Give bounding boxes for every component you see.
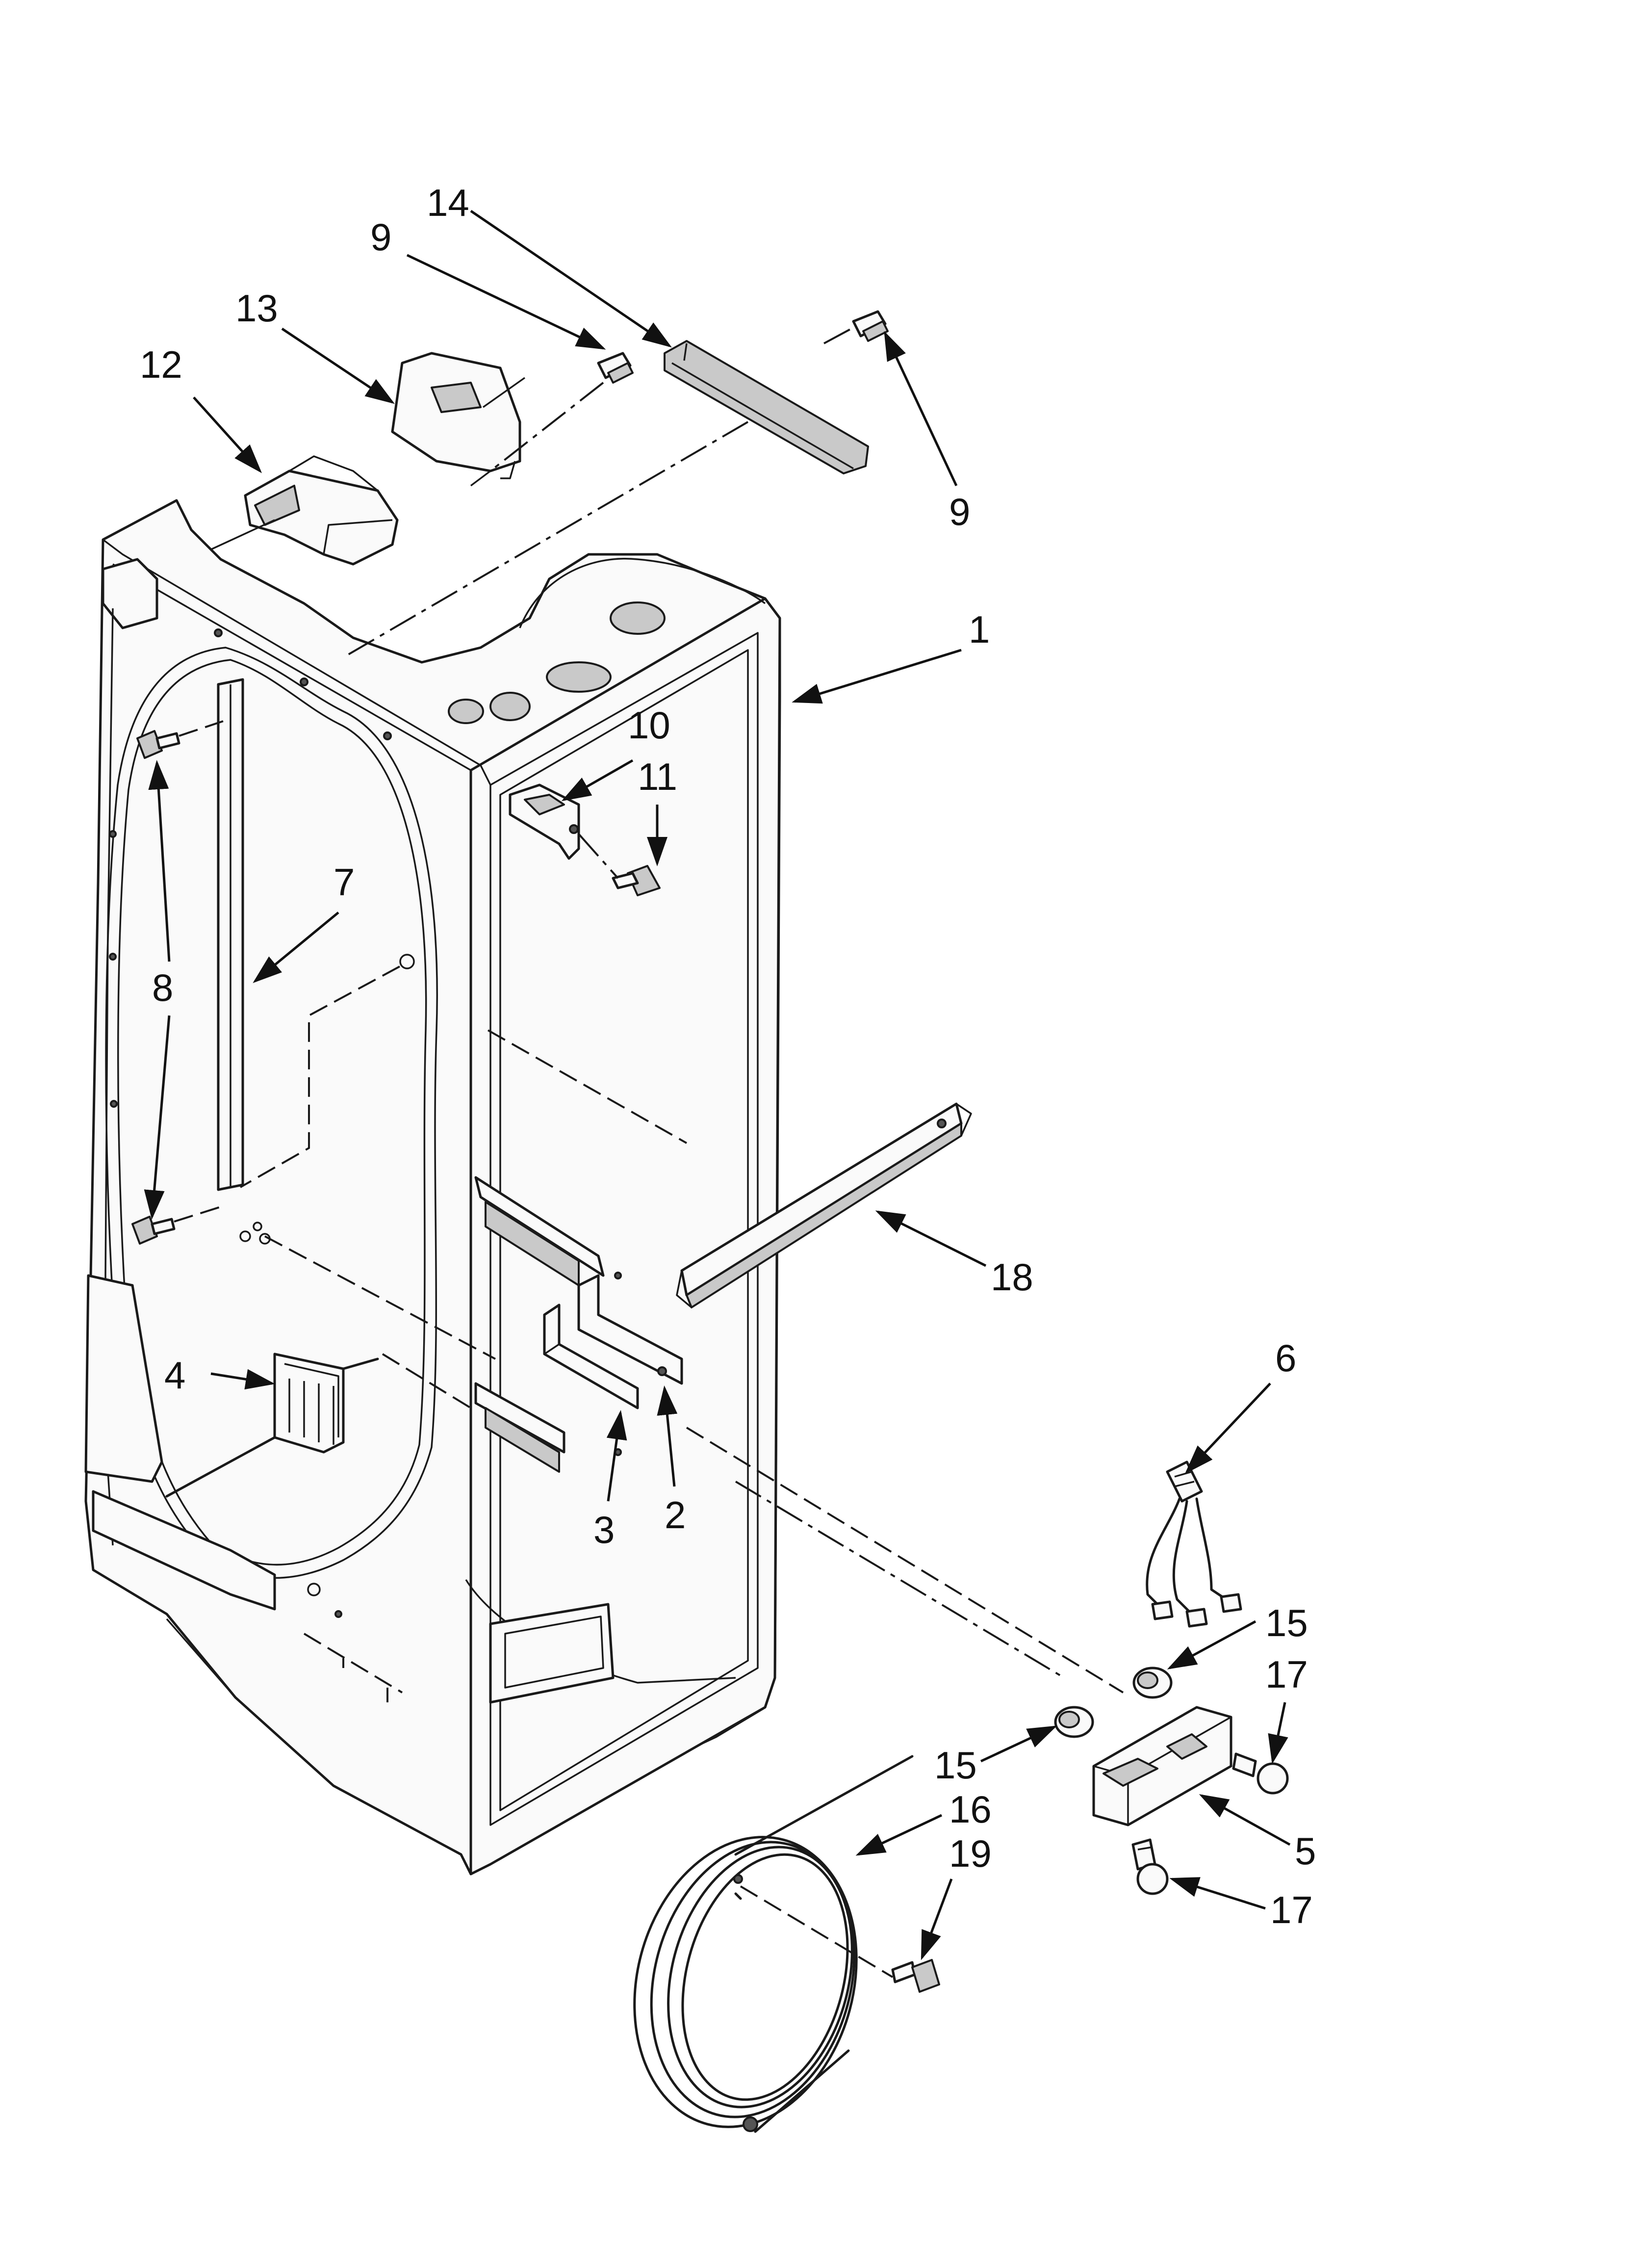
screw-8-top bbox=[136, 730, 180, 759]
push-pin-17-upper bbox=[1232, 1752, 1289, 1795]
screw-9-right bbox=[852, 310, 889, 342]
screw-19 bbox=[891, 1959, 940, 1993]
callout-15-lower: 15 bbox=[934, 1744, 977, 1787]
callout-2: 2 bbox=[665, 1493, 686, 1537]
callout-19: 19 bbox=[949, 1832, 992, 1875]
callout-1: 1 bbox=[969, 608, 990, 651]
cabinet-liner bbox=[84, 499, 781, 1876]
callout-9-top: 9 bbox=[370, 215, 391, 259]
leader-lines bbox=[144, 209, 1291, 1960]
callout-9-right: 9 bbox=[949, 490, 970, 533]
callout-7: 7 bbox=[334, 860, 355, 904]
callout-16: 16 bbox=[949, 1788, 992, 1831]
callout-15-upper: 15 bbox=[1265, 1601, 1308, 1644]
callout-8: 8 bbox=[152, 966, 173, 1009]
water-tube-coil bbox=[633, 1755, 914, 2133]
callout-10: 10 bbox=[628, 704, 670, 747]
callout-5: 5 bbox=[1295, 1829, 1316, 1873]
callout-3: 3 bbox=[593, 1508, 615, 1551]
callout-17-upper: 17 bbox=[1265, 1653, 1308, 1696]
grommet-15-upper bbox=[1132, 1667, 1173, 1699]
cross-bar bbox=[676, 1102, 972, 1308]
housing bbox=[1092, 1706, 1232, 1826]
callout-labels: 14 9 13 12 9 1 10 11 7 8 18 6 4 3 2 15 1… bbox=[140, 181, 1316, 1931]
callout-18: 18 bbox=[991, 1255, 1033, 1299]
push-pin-17-lower bbox=[1131, 1838, 1169, 1895]
callout-4: 4 bbox=[164, 1354, 185, 1397]
rail-2 bbox=[577, 1274, 683, 1385]
callout-12: 12 bbox=[140, 343, 182, 386]
vent-cover bbox=[273, 1353, 345, 1454]
screw-9-left bbox=[597, 352, 634, 384]
callout-13: 13 bbox=[235, 287, 278, 330]
screw-8-bottom bbox=[131, 1216, 176, 1245]
control-bracket bbox=[391, 352, 526, 487]
callout-6: 6 bbox=[1275, 1336, 1296, 1380]
screw-11 bbox=[612, 865, 661, 896]
grommet-15-lower bbox=[1054, 1706, 1094, 1738]
callout-14: 14 bbox=[427, 181, 469, 224]
top-cover-strip bbox=[664, 340, 869, 474]
control-housing bbox=[210, 455, 399, 566]
callout-17-lower: 17 bbox=[1270, 1888, 1313, 1931]
rail-3 bbox=[543, 1303, 639, 1409]
wire-harness bbox=[1146, 1460, 1242, 1628]
mount-bracket bbox=[509, 783, 580, 860]
callout-11: 11 bbox=[638, 755, 677, 798]
